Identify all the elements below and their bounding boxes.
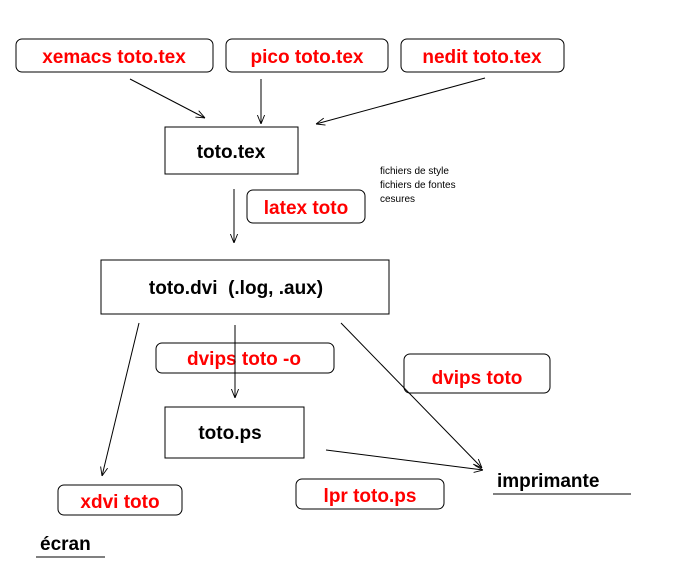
- command-xdvi: xdvi toto: [57, 484, 183, 516]
- command-dvips: dvips toto: [403, 353, 551, 394]
- editor-xemacs: xemacs toto.tex: [15, 38, 214, 73]
- arrow-xemacs-to-tex: [129, 78, 205, 118]
- file-toto-ps-label: toto.ps: [198, 423, 261, 444]
- command-dvips-o: dvips toto -o: [155, 342, 335, 374]
- file-toto-tex-label: toto.tex: [197, 142, 266, 163]
- note-font-files: fichiers de fontes: [380, 180, 456, 191]
- command-latex-label: latex toto: [264, 198, 348, 219]
- editor-nedit: nedit toto.tex: [400, 38, 565, 73]
- command-dvips-o-label: dvips toto -o: [187, 349, 301, 370]
- editor-pico-label: pico toto.tex: [251, 47, 364, 68]
- command-lpr: lpr toto.ps: [295, 478, 445, 510]
- output-screen-label: écran: [40, 534, 91, 555]
- arrow-ps-to-printer: [325, 449, 483, 470]
- output-screen: écran: [36, 534, 105, 558]
- command-xdvi-label: xdvi toto: [80, 492, 159, 513]
- latex-notes: fichiers de style fichiers de fontes ces…: [380, 166, 456, 205]
- command-dvips-label: dvips toto: [432, 368, 523, 389]
- editor-nedit-label: nedit toto.tex: [422, 47, 542, 68]
- file-toto-ps: toto.ps: [164, 406, 305, 459]
- note-hyphenation: cesures: [380, 194, 415, 205]
- arrow-dvi-to-printer: [340, 322, 482, 468]
- command-lpr-label: lpr toto.ps: [324, 486, 417, 507]
- editor-pico: pico toto.tex: [225, 38, 389, 73]
- arrow-dvi-to-screen: [102, 322, 140, 476]
- file-toto-tex: toto.tex: [164, 126, 299, 175]
- file-toto-dvi: toto.dvi (.log, .aux): [100, 259, 390, 315]
- editor-xemacs-label: xemacs toto.tex: [42, 47, 186, 68]
- output-printer-label: imprimante: [497, 471, 599, 492]
- arrow-nedit-to-tex: [316, 77, 486, 124]
- note-style-files: fichiers de style: [380, 166, 449, 177]
- command-latex: latex toto: [246, 189, 366, 224]
- file-toto-dvi-label: toto.dvi (.log, .aux): [149, 278, 323, 299]
- output-printer: imprimante: [493, 471, 631, 495]
